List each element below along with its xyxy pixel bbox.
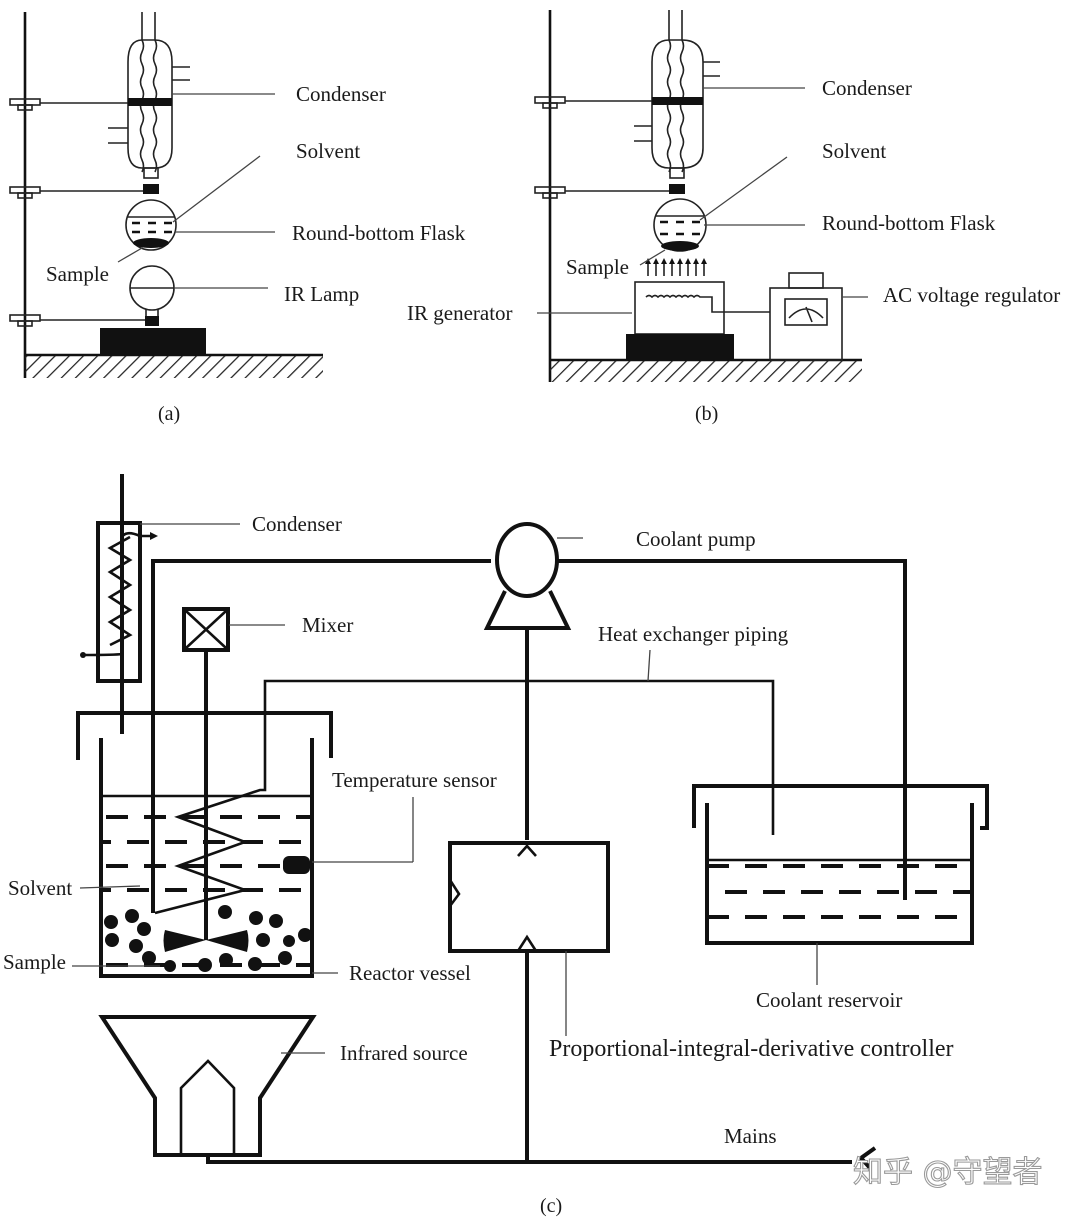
label-condenser-c: Condenser	[252, 512, 342, 536]
temperature-sensor-probe	[283, 856, 310, 874]
label-condenser-b: Condenser	[822, 76, 912, 100]
coolant-reservoir	[692, 784, 989, 945]
ir-arrows-b	[645, 258, 707, 276]
label-pid-controller: Proportional-integral-derivative control…	[549, 1036, 954, 1062]
flask-a	[125, 199, 177, 251]
label-infrared-source: Infrared source	[340, 1041, 468, 1065]
ir-generator-b	[626, 281, 770, 360]
label-reactor-vessel: Reactor vessel	[349, 961, 471, 985]
condenser-b	[634, 10, 720, 194]
ir-lamp-a	[100, 265, 206, 355]
caption-a: (a)	[158, 403, 180, 425]
mixer	[163, 607, 249, 952]
meter-dial-icon	[784, 298, 828, 326]
label-sample-a: Sample	[46, 262, 109, 286]
sample-particles-a	[133, 238, 169, 248]
label-mixer: Mixer	[302, 613, 353, 637]
label-ir-generator-b: IR generator	[407, 301, 513, 325]
clamps-b	[534, 96, 670, 199]
label-flask-a: Round-bottom Flask	[292, 221, 466, 245]
mains-plug-icon	[858, 1146, 877, 1170]
sample-particles	[104, 905, 312, 972]
heat-exchanger-pipe	[241, 679, 775, 835]
label-coolant-reservoir: Coolant reservoir	[756, 988, 902, 1012]
condenser-a	[108, 12, 190, 194]
label-sample-b: Sample	[566, 255, 629, 279]
label-solvent-b: Solvent	[822, 139, 886, 163]
label-heat-exchanger: Heat exchanger piping	[598, 622, 789, 646]
label-temperature-sensor: Temperature sensor	[332, 768, 497, 792]
clamps	[9, 98, 147, 327]
panel-c: Condenser Coolant pump Mixer Heat exchan…	[3, 474, 989, 1217]
pid-controller	[448, 841, 610, 1162]
panel-a: Condenser Solvent Round-bottom Flask Sam…	[9, 12, 466, 425]
caption-b: (b)	[695, 403, 718, 425]
infrared-source	[98, 1015, 852, 1164]
flask-b	[653, 198, 707, 252]
condenser-c	[80, 474, 158, 734]
floor-hatch	[25, 355, 323, 378]
label-solvent-c: Solvent	[8, 876, 72, 900]
floor-hatch-b	[550, 360, 862, 382]
heat-exchanger-coil	[154, 794, 250, 915]
caption-c: (c)	[540, 1195, 562, 1217]
label-mains: Mains	[724, 1124, 777, 1148]
label-ac-regulator-b: AC voltage regulator	[883, 283, 1060, 307]
label-flask-b: Round-bottom Flask	[822, 211, 996, 235]
base-block-a	[100, 328, 206, 355]
label-sample-c: Sample	[3, 950, 66, 974]
panel-b: Condenser Solvent Round-bottom Flask Sam…	[407, 10, 1060, 425]
ac-regulator-b	[769, 272, 843, 361]
label-solvent-a: Solvent	[296, 139, 360, 163]
watermark: 知乎 @守望者	[853, 1155, 1043, 1190]
label-coolant-pump: Coolant pump	[636, 527, 756, 551]
reactor-vessel	[99, 738, 314, 978]
label-condenser-a: Condenser	[296, 82, 386, 106]
label-ir-lamp-a: IR Lamp	[284, 282, 359, 306]
coolant-return-pipe	[151, 559, 491, 913]
